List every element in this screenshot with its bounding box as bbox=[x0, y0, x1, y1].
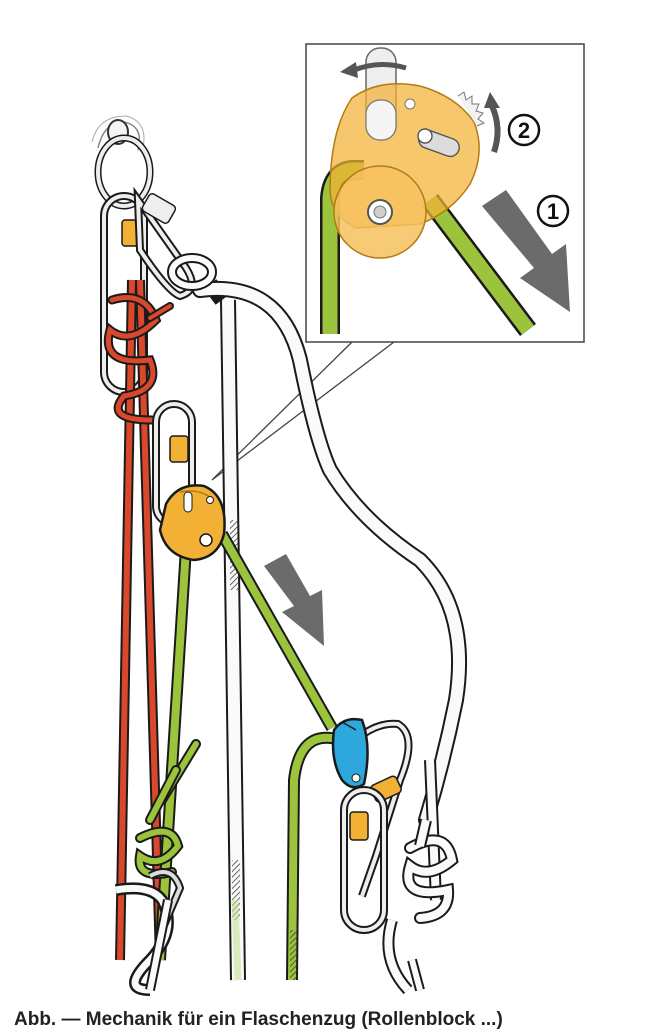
white-rope-knot bbox=[382, 759, 459, 995]
anchor-ring-icon bbox=[91, 115, 154, 210]
white-rope-long-loop bbox=[192, 280, 468, 828]
green-rope bbox=[134, 531, 342, 981]
inset-arrow-left-icon bbox=[353, 62, 407, 73]
inset-cam bbox=[417, 91, 486, 158]
detail-inset: 2 1 bbox=[211, 43, 585, 481]
inset-arrow-two-icon bbox=[489, 104, 501, 153]
middle-carabiner-upper bbox=[133, 186, 217, 301]
inset-arrow-one-icon bbox=[482, 190, 570, 312]
red-prusik-cord bbox=[104, 279, 174, 961]
figure-caption: Abb. — Mechanik für ein Flaschenzug (Rol… bbox=[14, 1009, 503, 1030]
right-carabiner bbox=[353, 719, 413, 898]
harness-loop-left bbox=[114, 868, 185, 996]
orange-pulley bbox=[158, 484, 226, 562]
step-one-label: 1 bbox=[547, 199, 559, 224]
blue-rope-grab-device bbox=[331, 717, 369, 789]
pull-direction-arrow-icon bbox=[264, 554, 324, 646]
white-rope-main bbox=[203, 279, 246, 981]
step-two-label: 2 bbox=[518, 118, 530, 143]
lower-right-carabiner bbox=[340, 786, 388, 934]
